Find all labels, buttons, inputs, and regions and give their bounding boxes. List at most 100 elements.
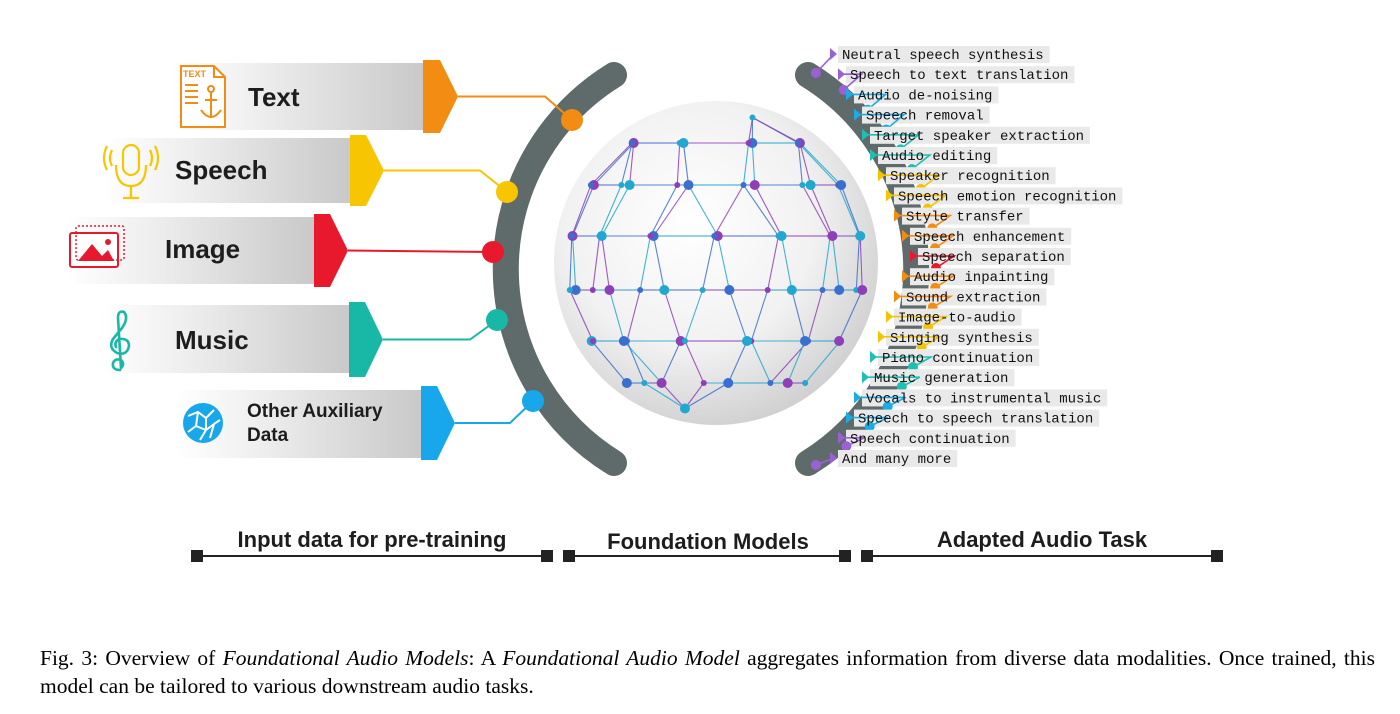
task-connector [886, 315, 949, 329]
network-edge [653, 184, 689, 237]
task-arrow [862, 128, 869, 141]
network-node [570, 285, 581, 295]
section-adapted-audio-task: Adapted Audio Task [861, 527, 1223, 562]
task-item: Speaker recognition [878, 167, 1056, 194]
task-label-bg [838, 46, 1050, 63]
network-edge [838, 289, 863, 342]
task-arrow [886, 310, 893, 323]
task-arrow [870, 351, 877, 363]
network-edge [688, 184, 719, 237]
input-label-multiline: Other Auxiliary Data [247, 401, 388, 446]
network-node [819, 287, 826, 293]
network-edge [569, 289, 594, 342]
network-node [674, 182, 681, 188]
network-edge [750, 289, 769, 342]
network-node [647, 233, 654, 239]
task-label: Target speaker extraction [874, 129, 1084, 145]
task-dot [882, 401, 893, 412]
network-edge [717, 235, 730, 291]
section-label: Foundation Models [607, 529, 809, 554]
task-label-bg [846, 66, 1075, 84]
task-connector [886, 194, 948, 210]
network-edge [590, 142, 633, 186]
task-arrow [838, 68, 845, 81]
task-label: Audio inpainting [914, 270, 1048, 286]
task-label: Speech emotion recognition [898, 189, 1116, 205]
network-edge [626, 289, 641, 342]
section-label: Input data for pre-training [238, 527, 507, 552]
network-edge [592, 235, 601, 291]
network-node [802, 380, 809, 386]
network-edge [684, 289, 704, 342]
network-edge [752, 117, 801, 144]
task-connector [854, 113, 907, 131]
network-edge [702, 235, 715, 291]
task-dot [841, 441, 852, 452]
input-label: Image [165, 234, 240, 264]
task-label: And many more [842, 452, 951, 468]
task-label: Speech removal [866, 109, 984, 125]
task-item: Target speaker extraction [862, 126, 1090, 155]
icon-text-label: TEXT [183, 69, 207, 79]
network-node [836, 180, 847, 190]
task-label: Neutral speech synthesis [842, 48, 1044, 64]
network-edge [859, 235, 863, 291]
task-label: Style transfer [906, 210, 1024, 226]
treble-clef-icon [109, 310, 131, 372]
task-label: Speech to speech translation [858, 412, 1093, 428]
task-connector [854, 396, 907, 408]
task-item: Neutral speech synthesis [810, 46, 1050, 78]
task-item: And many more [810, 450, 958, 470]
network-node [699, 287, 706, 293]
network-edge [684, 382, 729, 409]
network-node [782, 378, 793, 388]
network-edge [593, 142, 635, 186]
task-arrow [854, 391, 861, 404]
task-label-bg [910, 227, 1072, 245]
network-edge [661, 382, 686, 409]
task-label-bg [878, 147, 998, 164]
task-connector [838, 73, 864, 91]
network-edge [742, 142, 750, 186]
task-arrow [886, 189, 893, 202]
task-label-bg [862, 389, 1108, 407]
network-edge [663, 289, 682, 342]
network-edge [661, 340, 682, 384]
network-edge [639, 235, 651, 291]
globe-network-icon [183, 403, 223, 443]
task-connector [870, 356, 935, 368]
task-dot [810, 68, 821, 78]
network-node [767, 380, 774, 386]
network-edge [601, 235, 611, 291]
network-edge [743, 184, 779, 237]
network-edge [791, 289, 806, 342]
network-edge [840, 184, 861, 237]
foundation-model-sphere [554, 101, 878, 425]
network-edge [727, 340, 748, 384]
task-label: Speech separation [922, 250, 1065, 266]
input-label: Text [248, 82, 300, 112]
task-arrow [846, 411, 853, 424]
task-arrow [830, 48, 837, 60]
network-edge [751, 142, 756, 186]
task-connector [862, 134, 921, 150]
task-label-bg [902, 207, 1030, 225]
network-edge [807, 289, 824, 342]
input-module-image: Image [66, 214, 504, 287]
task-connector [862, 376, 921, 388]
network-edge [801, 184, 831, 237]
network-node [749, 180, 760, 190]
task-label-bg [886, 167, 1056, 185]
network-edge [767, 235, 779, 291]
task-item: Speech continuation [838, 429, 1016, 452]
caption-italic: Foundational Audio Models [222, 646, 469, 670]
text-anchor-icon: TEXT [180, 65, 226, 128]
network-edge [810, 184, 833, 237]
input-module-speech: Speech [102, 135, 518, 206]
task-item: Vocals to instrumental music [854, 389, 1108, 412]
input-label-line: Data [247, 425, 289, 446]
task-label: Image-to-audio [898, 311, 1016, 327]
task-item: Speech to text translation [838, 66, 1075, 95]
network-edge [684, 340, 705, 384]
network-node [740, 182, 747, 188]
